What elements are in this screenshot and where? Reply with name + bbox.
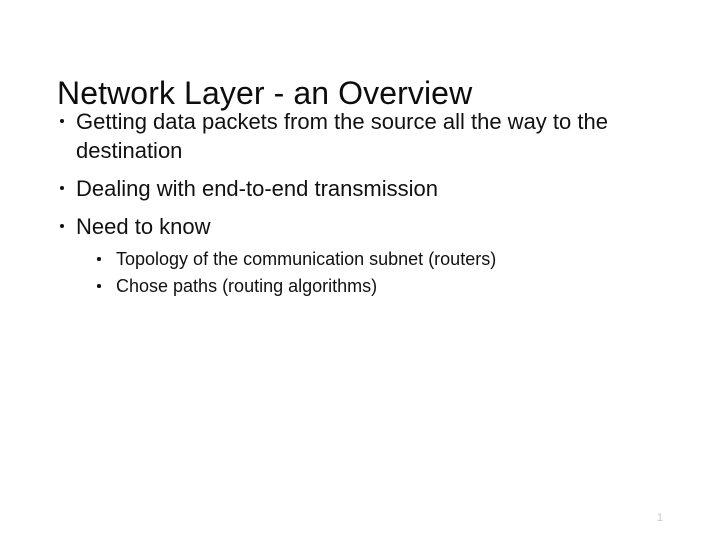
list-item-label: Dealing with end-to-end transmission bbox=[76, 176, 438, 201]
slide-body-content: Getting data packets from the source all… bbox=[57, 107, 677, 300]
list-item: Dealing with end-to-end transmission bbox=[57, 174, 677, 203]
bullet-dot-icon bbox=[60, 186, 64, 190]
bullet-dot-icon bbox=[60, 119, 64, 123]
sub-list-item-label: Chose paths (routing algorithms) bbox=[116, 276, 378, 296]
bullet-dot-icon bbox=[97, 257, 101, 261]
sub-list-item-label: Topology of the communication subnet (ro… bbox=[116, 249, 497, 269]
list-item-label: Getting data packets from the source all… bbox=[76, 109, 608, 163]
list-item: Need to know Topology of the communicati… bbox=[57, 212, 677, 300]
page-title: Network Layer - an Overview bbox=[57, 75, 473, 112]
bullet-dot-icon bbox=[97, 284, 101, 288]
page-number: 1 bbox=[656, 512, 663, 524]
list-item: Getting data packets from the source all… bbox=[57, 107, 677, 165]
sub-list: Topology of the communication subnet (ro… bbox=[76, 246, 677, 300]
sub-list-item: Topology of the communication subnet (ro… bbox=[93, 246, 677, 273]
list-item-label: Need to know bbox=[76, 214, 211, 239]
sub-list-item: Chose paths (routing algorithms) bbox=[93, 273, 677, 300]
bullet-dot-icon bbox=[60, 224, 64, 228]
